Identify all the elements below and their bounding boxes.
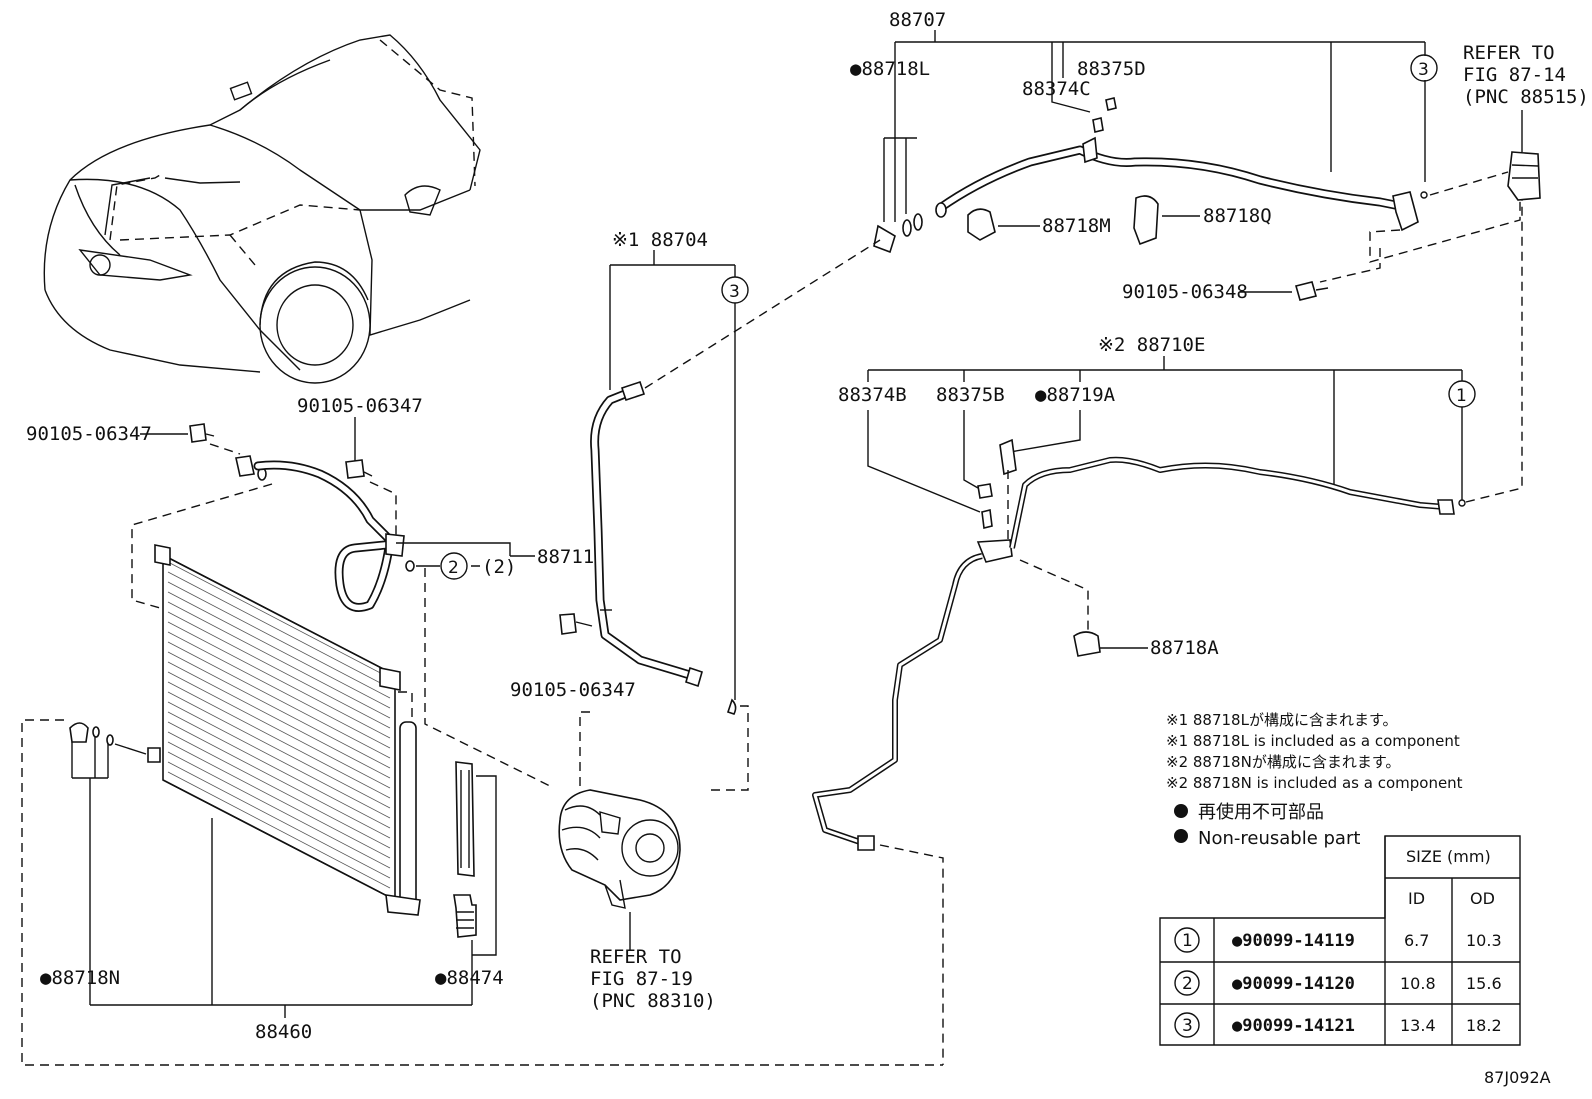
label-88718L: ●88718L (850, 58, 930, 80)
assy-88710E: ※2 88710E 1 88374B 88375B ●88719A 88718A (812, 200, 1523, 1065)
table-row-mark: 1 (1182, 931, 1193, 951)
label-88375D: 88375D (1077, 58, 1146, 80)
label-90105-06347-c: 90105-06347 (510, 679, 636, 701)
assy-88707: 88707 ●88718L 88375D 88374C 3 88718M 887… (850, 9, 1589, 303)
assy-88704: ※1 88704 3 90105-06347 (510, 229, 881, 800)
legend-en: Non-reusable part (1198, 828, 1360, 849)
legend-jp: 再使用不可部品 (1198, 802, 1324, 823)
label-88718M: 88718M (1042, 215, 1111, 237)
circled-3-88707: 3 (1418, 60, 1429, 80)
note-1-en: ※1 88718L is included as a component (1166, 732, 1460, 750)
label-88711: 88711 (537, 546, 594, 568)
label-88718Q: 88718Q (1203, 205, 1272, 227)
label-90105-06348: 90105-06348 (1122, 281, 1248, 303)
refer-fig-87-19-line3: (PNC 88310) (590, 990, 716, 1012)
label-88704: ※1 88704 (612, 229, 708, 251)
table-col-id: ID (1408, 889, 1425, 908)
table-header-size: SIZE (mm) (1406, 847, 1491, 866)
refer-fig-87-19-line2: FIG 87-19 (590, 968, 693, 990)
refer-fig-87-14-line2: FIG 87-14 (1463, 64, 1566, 86)
notes: ※1 88718Lが構成に含まれます。 ※1 88718L is include… (1166, 711, 1463, 849)
circled-2-88711: 2 (448, 558, 459, 578)
circled-3-88704: 3 (729, 282, 740, 302)
hose-88711: 90105-06347 90105-06347 2 (2) 88711 (26, 395, 594, 787)
table-row-part: ●90099-14119 (1232, 931, 1355, 951)
label-88474: ●88474 (435, 967, 504, 989)
label-paren-2: (2) (482, 556, 516, 578)
table-row-id: 10.8 (1400, 974, 1436, 993)
refer-fig-87-19-line1: REFER TO (590, 946, 682, 968)
refer-fig-87-14-line3: (PNC 88515) (1463, 86, 1589, 108)
table-row-mark: 3 (1182, 1016, 1193, 1036)
label-88719A: ●88719A (1035, 384, 1116, 406)
size-table: SIZE (mm) ID OD 1 ●90099-14119 6.7 10.3 … (1159, 835, 1521, 1046)
table-row-part: ●90099-14121 (1232, 1016, 1355, 1036)
label-88718A: 88718A (1150, 637, 1219, 659)
label-88718N: ●88718N (40, 967, 120, 989)
label-90105-06347-b: 90105-06347 (297, 395, 423, 417)
note-2-en: ※2 88718N is included as a component (1166, 774, 1463, 792)
compressor: REFER TO FIG 87-19 (PNC 88310) (558, 789, 716, 1012)
refer-fig-87-14-line1: REFER TO (1463, 42, 1555, 64)
table-row-od: 15.6 (1466, 974, 1502, 993)
table-row-id: 6.7 (1404, 931, 1429, 950)
note-2-jp: ※2 88718Nが構成に含まれます。 (1166, 753, 1400, 771)
figure-code: 87J092A (1484, 1068, 1551, 1087)
vehicle-illustration (43, 34, 481, 384)
non-reusable-dot-icon (1174, 804, 1188, 818)
table-row-od: 10.3 (1466, 931, 1502, 950)
table-row-part: ●90099-14120 (1232, 974, 1355, 994)
label-88374B: 88374B (838, 384, 907, 406)
circled-1-88710E: 1 (1456, 386, 1467, 406)
table-row-id: 13.4 (1400, 1016, 1436, 1035)
table-row-mark: 2 (1182, 974, 1193, 994)
label-88460: 88460 (255, 1021, 312, 1043)
label-88707: 88707 (889, 9, 946, 31)
non-reusable-dot-icon (1174, 829, 1188, 843)
label-88375B: 88375B (936, 384, 1005, 406)
label-88710E: ※2 88710E (1098, 334, 1205, 356)
condenser-88460: ●88718N ●88474 88460 (21, 544, 943, 1066)
note-1-jp: ※1 88718Lが構成に含まれます。 (1166, 711, 1397, 729)
table-row-od: 18.2 (1466, 1016, 1502, 1035)
table-col-od: OD (1470, 889, 1495, 908)
label-90105-06347-a: 90105-06347 (26, 423, 152, 445)
label-88374C: 88374C (1022, 78, 1091, 100)
